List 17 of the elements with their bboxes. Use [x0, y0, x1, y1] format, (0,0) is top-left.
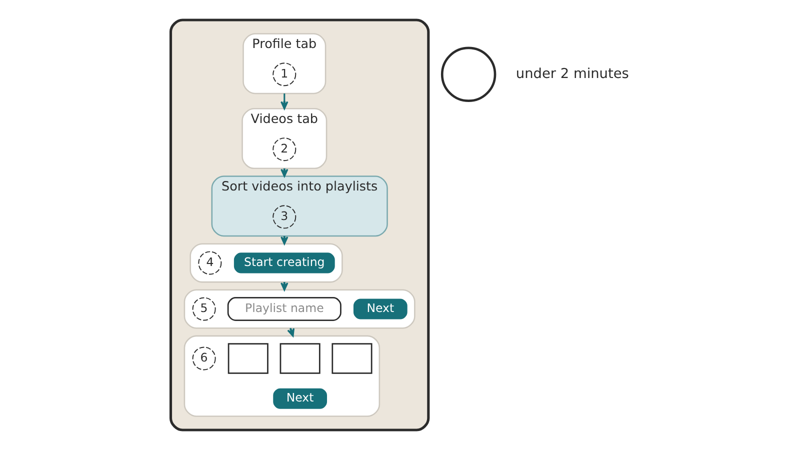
node-circle: 3: [272, 205, 296, 229]
node-box: [332, 343, 372, 374]
node-box: Next: [273, 388, 328, 409]
node-circle: 4: [198, 251, 222, 275]
node-box: Start creating: [234, 252, 335, 274]
node-box: Playlist name: [227, 297, 342, 321]
node-label: under 2 minutes: [516, 66, 629, 82]
node-circle: 2: [272, 138, 296, 162]
cluster: [184, 335, 380, 417]
node-box: Next: [353, 298, 408, 320]
node-circle: 5: [192, 297, 216, 321]
node-circle: 1: [272, 62, 296, 86]
node-circle: 6: [192, 346, 216, 370]
node-box: [280, 343, 320, 374]
cluster: [169, 18, 430, 432]
node-circle: [440, 46, 496, 102]
node-box: [228, 343, 268, 374]
